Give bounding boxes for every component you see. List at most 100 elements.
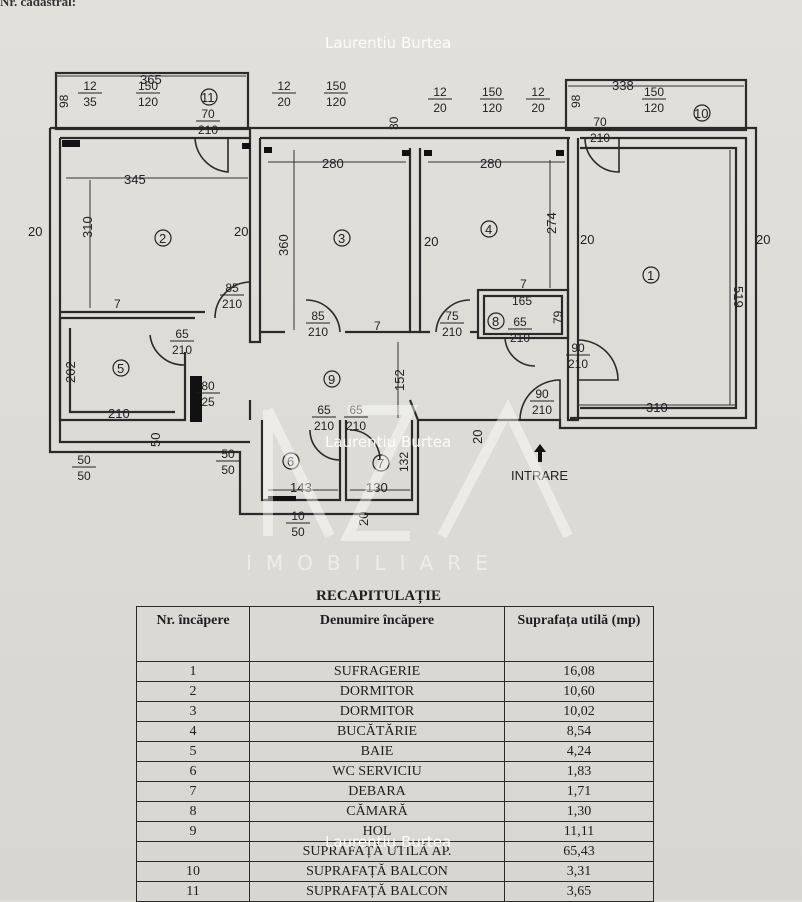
room-8-label: 8 <box>492 314 499 329</box>
recap-cell-nr: 4 <box>136 721 250 742</box>
opening-width: 90 <box>571 341 585 355</box>
room-1-label: 1 <box>647 268 654 283</box>
dim-room-3-height: 360 <box>276 234 291 256</box>
recap-cell-name: CĂMARĂ <box>249 801 505 822</box>
opening-height: 120 <box>326 95 346 109</box>
dim-balcony-10-depth: 98 <box>569 94 583 108</box>
opening-height: 120 <box>482 101 502 115</box>
recap-cell-name: DORMITOR <box>249 701 505 722</box>
opening-width: 12 <box>433 85 447 99</box>
dim-balcony-11-length: 365 <box>140 72 162 87</box>
recap-table: Nr. încăpere Denumire încăpere Suprafața… <box>136 606 654 902</box>
opening-width: 70 <box>201 107 215 121</box>
recap-cell-area: 16,08 <box>504 661 654 682</box>
dim-wall-50: 50 <box>148 433 163 447</box>
opening-width: 65 <box>349 403 363 417</box>
opening-height: 120 <box>644 101 664 115</box>
entrance-arrow-icon <box>534 444 546 462</box>
cadastral-header: Nr. cadastral: <box>0 0 77 9</box>
dim-room-8-depth: 79 <box>551 310 565 324</box>
opening-width: 12 <box>277 79 291 93</box>
opening-height: 210 <box>346 419 366 433</box>
room-9-label: 9 <box>328 372 335 387</box>
dim-room-4-height: 274 <box>544 212 559 234</box>
watermark-top: Laurentiu Burtea <box>325 34 452 52</box>
dim-room-4-width: 280 <box>480 156 502 171</box>
dim-7-room3: 7 <box>374 319 381 333</box>
dim-room-5-width: 210 <box>108 406 130 421</box>
wall-3-4 <box>408 148 422 334</box>
recap-cell-area: 1,30 <box>504 801 654 822</box>
dim-room-3-width: 280 <box>322 156 344 171</box>
recap-cell-nr: 6 <box>136 761 250 782</box>
opening-height: 120 <box>138 95 158 109</box>
room-10-label: 10 <box>694 106 708 121</box>
dim-wall-3-4: 20 <box>424 234 438 249</box>
dim-room-2-height: 310 <box>80 216 95 238</box>
recap-cell-area: 11,11 <box>504 821 654 842</box>
wall-4-1 <box>566 138 580 422</box>
recap-cell-name: DORMITOR <box>249 681 505 702</box>
watermark-logo-text: IMOBILIARE <box>246 551 502 575</box>
opening-height: 210 <box>172 343 192 357</box>
dim-wall-entry: 20 <box>470 430 485 444</box>
recap-cell-name: SUPRAFAȚĂ BALCON <box>249 881 505 902</box>
dim-wall-bottom: 20 <box>356 512 371 526</box>
dim-hall-depth: 152 <box>392 369 407 391</box>
opening-width: 150 <box>326 79 346 93</box>
opening-height: 50 <box>221 463 235 477</box>
opening-height: 50 <box>291 525 305 539</box>
opening-width: 70 <box>593 115 607 129</box>
opening-width: 75 <box>445 309 459 323</box>
opening-width: 150 <box>482 85 502 99</box>
dim-room-1-width: 310 <box>646 400 668 415</box>
dim-pillar-30: 30 <box>387 116 401 130</box>
recap-cell-nr <box>136 841 250 862</box>
recap-cell-name: BUCĂTĂRIE <box>249 721 505 742</box>
openings-group: 1235150120702101220150120122015012012201… <box>72 79 666 539</box>
recap-cell-nr: 5 <box>136 741 250 762</box>
opening-height: 20 <box>433 101 447 115</box>
opening-height: 210 <box>510 331 530 345</box>
opening-height: 210 <box>222 297 242 311</box>
opening-width: 150 <box>138 79 158 93</box>
opening-height: 50 <box>77 469 91 483</box>
room-7-label: 7 <box>377 456 384 471</box>
recap-cell-area: 1,71 <box>504 781 654 802</box>
recap-cell-nr: 10 <box>136 861 250 882</box>
opening-height: 210 <box>198 123 218 137</box>
recap-cell-area: 3,65 <box>504 881 654 902</box>
room-3-label: 3 <box>338 231 345 246</box>
dim-room-6-width: 143 <box>290 480 312 495</box>
recap-cell-name: SUFRAGERIE <box>249 661 505 682</box>
room-11-label: 11 <box>201 90 215 105</box>
dim-balcony-10-length: 338 <box>612 78 634 93</box>
room-6-label: 6 <box>287 454 294 469</box>
opening-width: 12 <box>83 79 97 93</box>
recap-cell-nr: 8 <box>136 801 250 822</box>
opening-height: 210 <box>568 357 588 371</box>
watermark-middle: Laurentiu Burtea <box>325 433 452 451</box>
dim-room-7-depth: 132 <box>397 452 411 472</box>
recap-header-nr: Nr. încăpere <box>136 606 250 662</box>
opening-width: 50 <box>77 453 91 467</box>
room-2-label: 2 <box>159 231 166 246</box>
opening-width: 150 <box>644 85 664 99</box>
opening-width: 85 <box>225 281 239 295</box>
opening-width: 50 <box>221 447 235 461</box>
floor-plan: 365 338 345 280 280 310 360 274 519 310 … <box>28 71 770 575</box>
dim-wall-right: 20 <box>756 232 770 247</box>
balcony-10-outline <box>564 78 748 132</box>
opening-width: 65 <box>513 315 527 329</box>
dim-7-room8: 7 <box>520 277 527 291</box>
dim-room-2-width: 345 <box>124 172 146 187</box>
opening-width: 10 <box>291 509 305 523</box>
recap-cell-name: SUPRAFAȚĂ BALCON <box>249 861 505 882</box>
opening-width: 12 <box>531 85 545 99</box>
